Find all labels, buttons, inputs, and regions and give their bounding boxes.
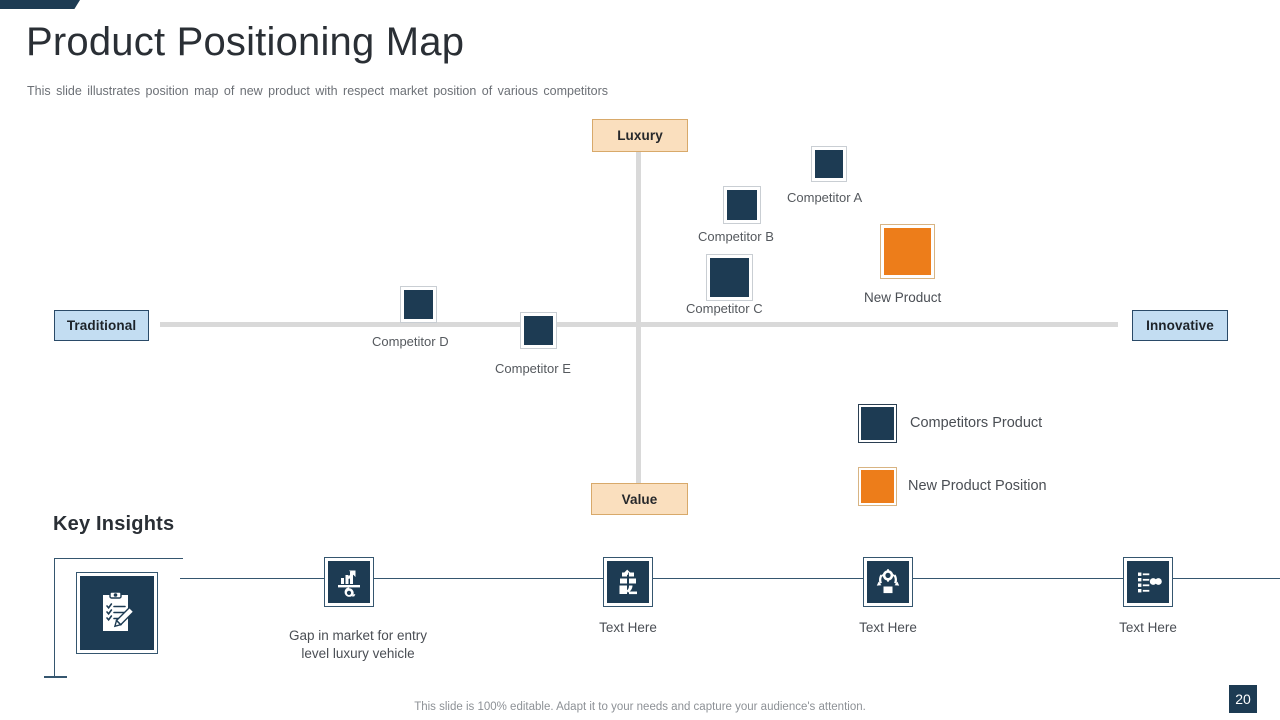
marker-label-competitor-e: Competitor E (495, 361, 571, 376)
clipboard-checklist-pencil-icon (76, 572, 158, 654)
marker-new-product[interactable] (880, 224, 935, 279)
corner-accent-bar (0, 0, 80, 9)
axis-label-luxury[interactable]: Luxury (592, 119, 688, 152)
key-insights-foot (44, 676, 67, 678)
timeline-label-2: Text Here (599, 620, 657, 635)
timeline-label-3: Text Here (859, 620, 917, 635)
axis-label-traditional[interactable]: Traditional (54, 310, 149, 341)
marker-competitor-d[interactable] (400, 286, 437, 323)
timeline-label-1: Gap in market for entry level luxury veh… (288, 628, 428, 661)
legend-swatch-new-product (858, 467, 897, 506)
gear-cycle-package-icon[interactable] (863, 557, 913, 607)
marker-competitor-a[interactable] (811, 146, 847, 182)
marker-label-competitor-a: Competitor A (787, 190, 863, 205)
page-subtitle: This slide illustrates position map of n… (27, 84, 609, 98)
legend-label-competitors: Competitors Product (910, 415, 1043, 431)
axis-label-innovative[interactable]: Innovative (1132, 310, 1228, 341)
checklist-items-icon[interactable] (1123, 557, 1173, 607)
marker-label-competitor-d: Competitor D (372, 334, 449, 349)
timeline-label-4: Text Here (1119, 620, 1177, 635)
page-title: Product Positioning Map (26, 20, 465, 64)
marker-label-competitor-b: Competitor B (698, 229, 774, 244)
key-insights-stem (54, 558, 56, 677)
vertical-axis (636, 148, 641, 484)
footer-note: This slide is 100% editable. Adapt it to… (414, 701, 866, 713)
page-number-badge: 20 (1229, 685, 1257, 713)
open-box-delivery-icon[interactable] (603, 557, 653, 607)
marker-label-competitor-c: Competitor C (686, 301, 763, 316)
key-insights-heading: Key Insights (53, 513, 175, 535)
marker-competitor-e[interactable] (520, 312, 557, 349)
legend-swatch-competitors (858, 404, 897, 443)
axis-label-value[interactable]: Value (591, 483, 688, 515)
key-insights-timeline-line (180, 578, 1280, 580)
horizontal-axis (160, 322, 1118, 327)
legend-label-new-product: New Product Position (908, 478, 1047, 494)
marker-label-new-product: New Product (864, 290, 942, 305)
marker-competitor-b[interactable] (723, 186, 761, 224)
growth-chart-gear-icon[interactable] (324, 557, 374, 607)
marker-competitor-c[interactable] (706, 254, 753, 301)
